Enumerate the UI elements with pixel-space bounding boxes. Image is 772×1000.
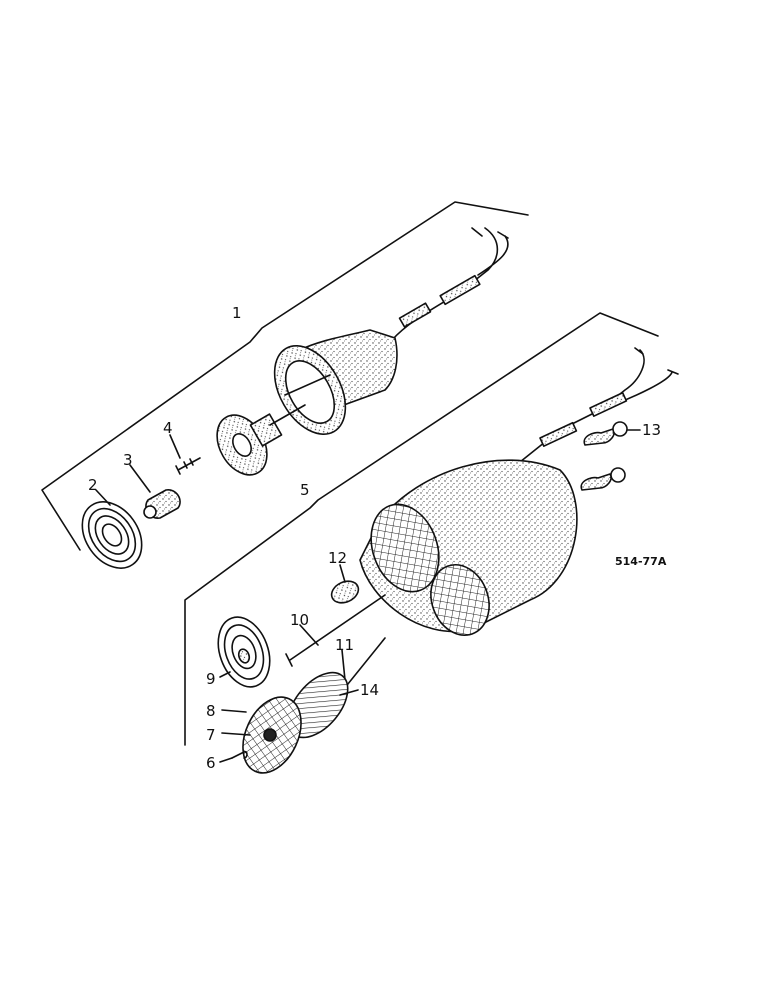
callout-10: 10 — [290, 611, 309, 629]
screw-6 — [231, 750, 248, 759]
lens-2 — [81, 501, 143, 569]
callout-8: 8 — [206, 702, 216, 720]
wire-assembly-5 — [509, 347, 679, 471]
assembly-1-bracket — [41, 201, 529, 551]
screw-4 — [175, 457, 201, 475]
callout-3: 3 — [123, 451, 133, 469]
bulb-12 — [330, 580, 360, 604]
callout-5: 5 — [300, 481, 310, 499]
callout-7: 7 — [206, 726, 216, 744]
callout-4: 4 — [163, 419, 173, 437]
callout-12: 12 — [328, 549, 347, 567]
callout-11: 11 — [335, 636, 354, 654]
terminal-13a — [583, 428, 615, 446]
callout-1: 1 — [232, 304, 242, 322]
callout-9: 9 — [206, 670, 216, 688]
callout-2: 2 — [88, 476, 98, 494]
callout-6: 6 — [206, 754, 216, 772]
drawing-reference-code: 514-77A — [615, 555, 667, 568]
terminal-13b — [580, 473, 612, 491]
screw-10 — [285, 594, 386, 667]
callout-13: 13 — [642, 421, 661, 439]
callout-14: 14 — [360, 681, 379, 699]
assembly-5-bracket — [184, 312, 659, 746]
